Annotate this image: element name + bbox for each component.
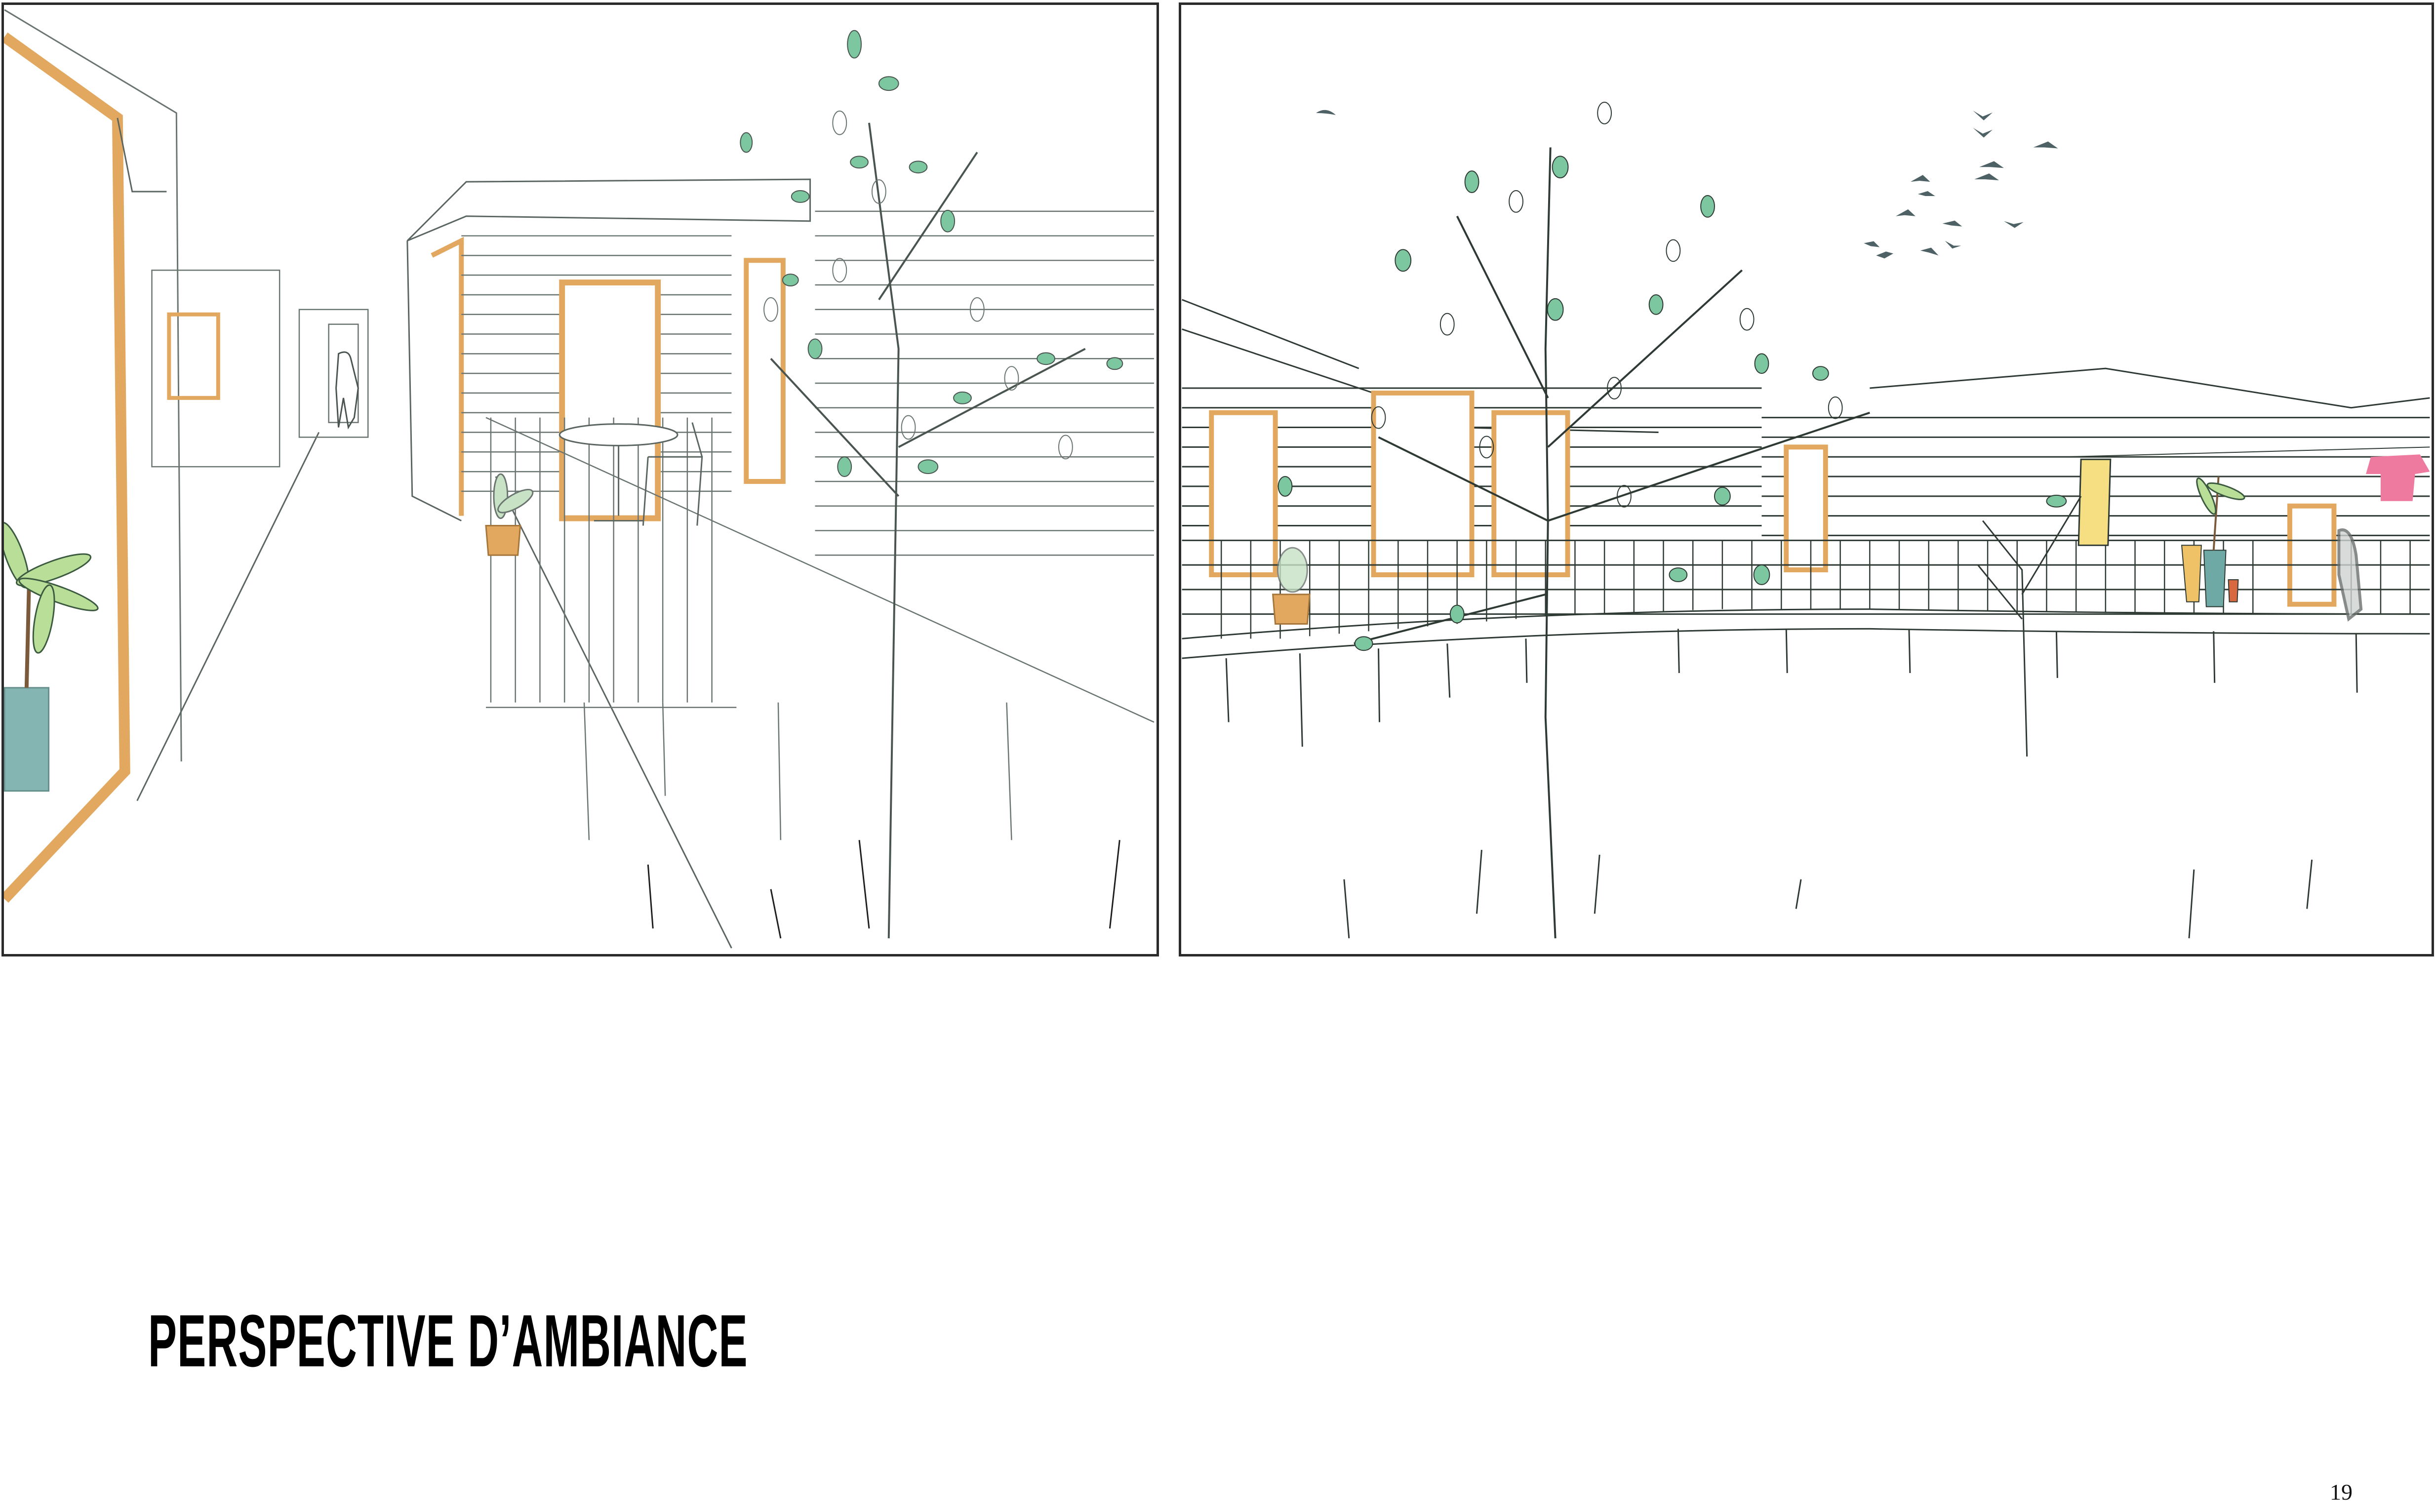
garden-sketch bbox=[1182, 101, 2430, 939]
page-number: 19 bbox=[2330, 1479, 2353, 1505]
page-title: PERSPECTIVE D’AMBIANCE bbox=[148, 1299, 748, 1382]
illustration-right-garden bbox=[1179, 2, 2434, 956]
illustration-left-alley bbox=[1, 2, 1159, 956]
alley-sketch bbox=[4, 9, 1155, 949]
